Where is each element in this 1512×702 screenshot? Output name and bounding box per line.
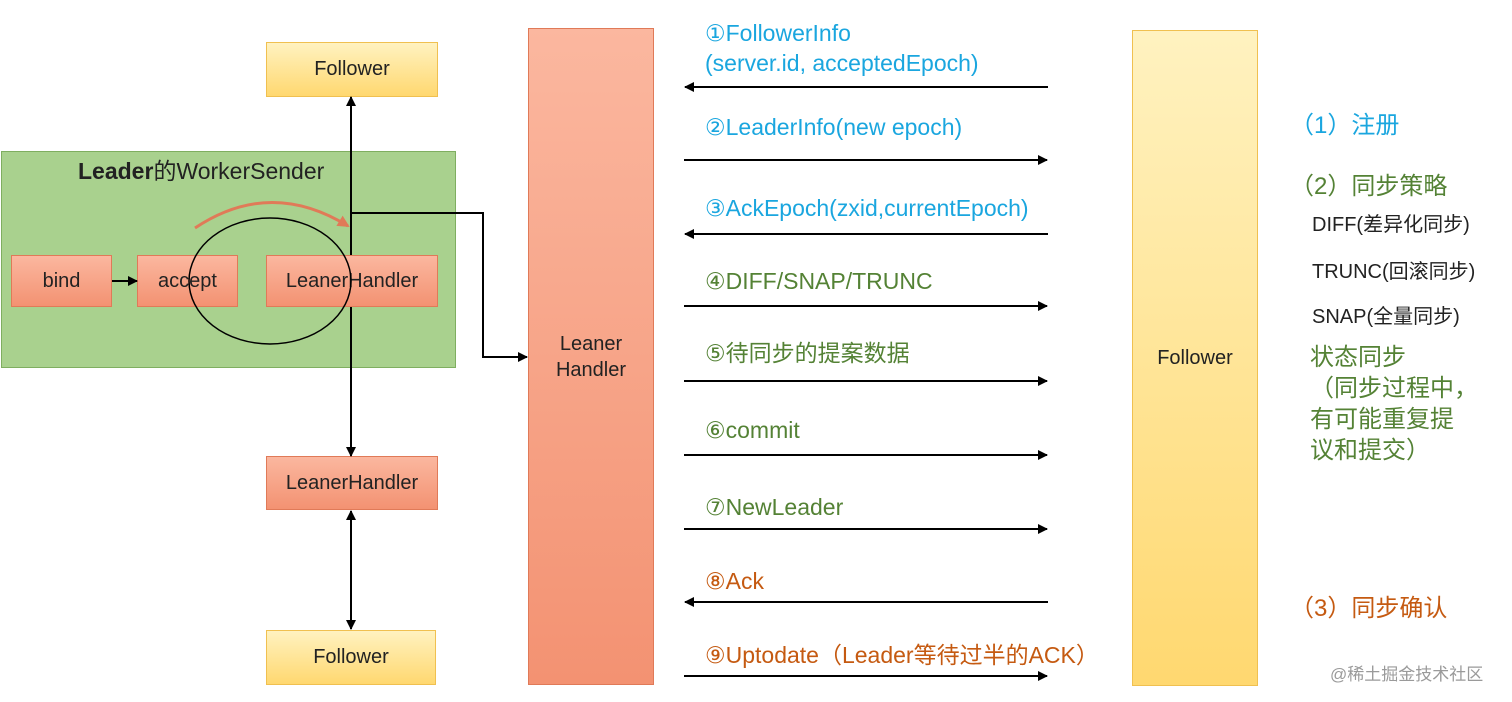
leaner-handler-center-line1: Leaner: [559, 332, 623, 355]
follower-top-box: Follower: [266, 42, 438, 97]
phase-trunc: TRUNC(回滚同步): [1312, 261, 1476, 283]
msg-label-6: ⑥commit: [705, 417, 800, 443]
watermark: @稀土掘金技术社区: [1330, 665, 1484, 684]
msg-label-1-line2: (server.id, acceptedEpoch): [705, 50, 979, 76]
panel-title-rest: 的WorkerSender: [153, 158, 325, 184]
phase-state-sync-line4: 议和提交）: [1310, 437, 1430, 464]
msg-label-1-line1: ①FollowerInfo: [705, 20, 851, 46]
accept-box: accept: [137, 255, 238, 307]
msg-label-9: ⑨Uptodate（Leader等待过半的ACK）: [705, 642, 1099, 668]
phase-confirm: （3）同步确认: [1290, 595, 1448, 622]
accept-label: accept: [158, 269, 217, 292]
leaner-handler-lower-box: LeanerHandler: [266, 456, 438, 510]
follower-top-label: Follower: [314, 58, 390, 80]
msg-label-4: ④DIFF/SNAP/TRUNC: [705, 268, 933, 294]
connector-to-center-handler: [351, 212, 528, 362]
phase-state-sync-line3: 有可能重复提: [1310, 406, 1454, 433]
bind-label: bind: [42, 269, 81, 292]
leaner-handler-center-box: Leaner Handler: [528, 28, 654, 685]
follower-right-box: Follower: [1132, 30, 1258, 686]
leaner-handler-inner-box: LeanerHandler: [266, 255, 438, 307]
panel-title: Leader的WorkerSender: [78, 156, 324, 186]
phase-diff: DIFF(差异化同步): [1312, 214, 1470, 236]
phase-state-sync-line2: （同步过程中，: [1310, 375, 1478, 402]
msg-label-3: ③AckEpoch(zxid,currentEpoch): [705, 195, 1029, 221]
follower-bottom-label: Follower: [313, 646, 389, 668]
msg-label-2: ②LeaderInfo(new epoch): [705, 114, 963, 140]
phase-sync-strategy: （2）同步策略: [1290, 173, 1448, 200]
leaner-handler-center-line2: Handler: [555, 358, 627, 381]
leaner-handler-inner-label: LeanerHandler: [285, 269, 419, 292]
phase-snap: SNAP(全量同步): [1312, 306, 1460, 328]
leaner-handler-lower-label: LeanerHandler: [285, 471, 419, 494]
curved-orange-arrow: [194, 201, 350, 230]
follower-right-label: Follower: [1157, 346, 1233, 369]
phase-state-sync-line1: 状态同步: [1310, 344, 1406, 371]
msg-label-8: ⑧Ack: [705, 568, 764, 594]
msg-label-5: ⑤待同步的提案数据: [705, 340, 910, 366]
msg-label-1: ①FollowerInfo (server.id, acceptedEpoch): [705, 18, 979, 78]
panel-title-bold: Leader: [78, 158, 154, 184]
follower-bottom-box: Follower: [266, 630, 436, 685]
msg-label-7: ⑦NewLeader: [705, 494, 844, 520]
phase-register: （1）注册: [1290, 112, 1400, 139]
loop-ellipse: [188, 217, 352, 345]
phase-state-sync: 状态同步 （同步过程中， 有可能重复提 议和提交）: [1310, 342, 1478, 466]
bind-box: bind: [11, 255, 112, 307]
